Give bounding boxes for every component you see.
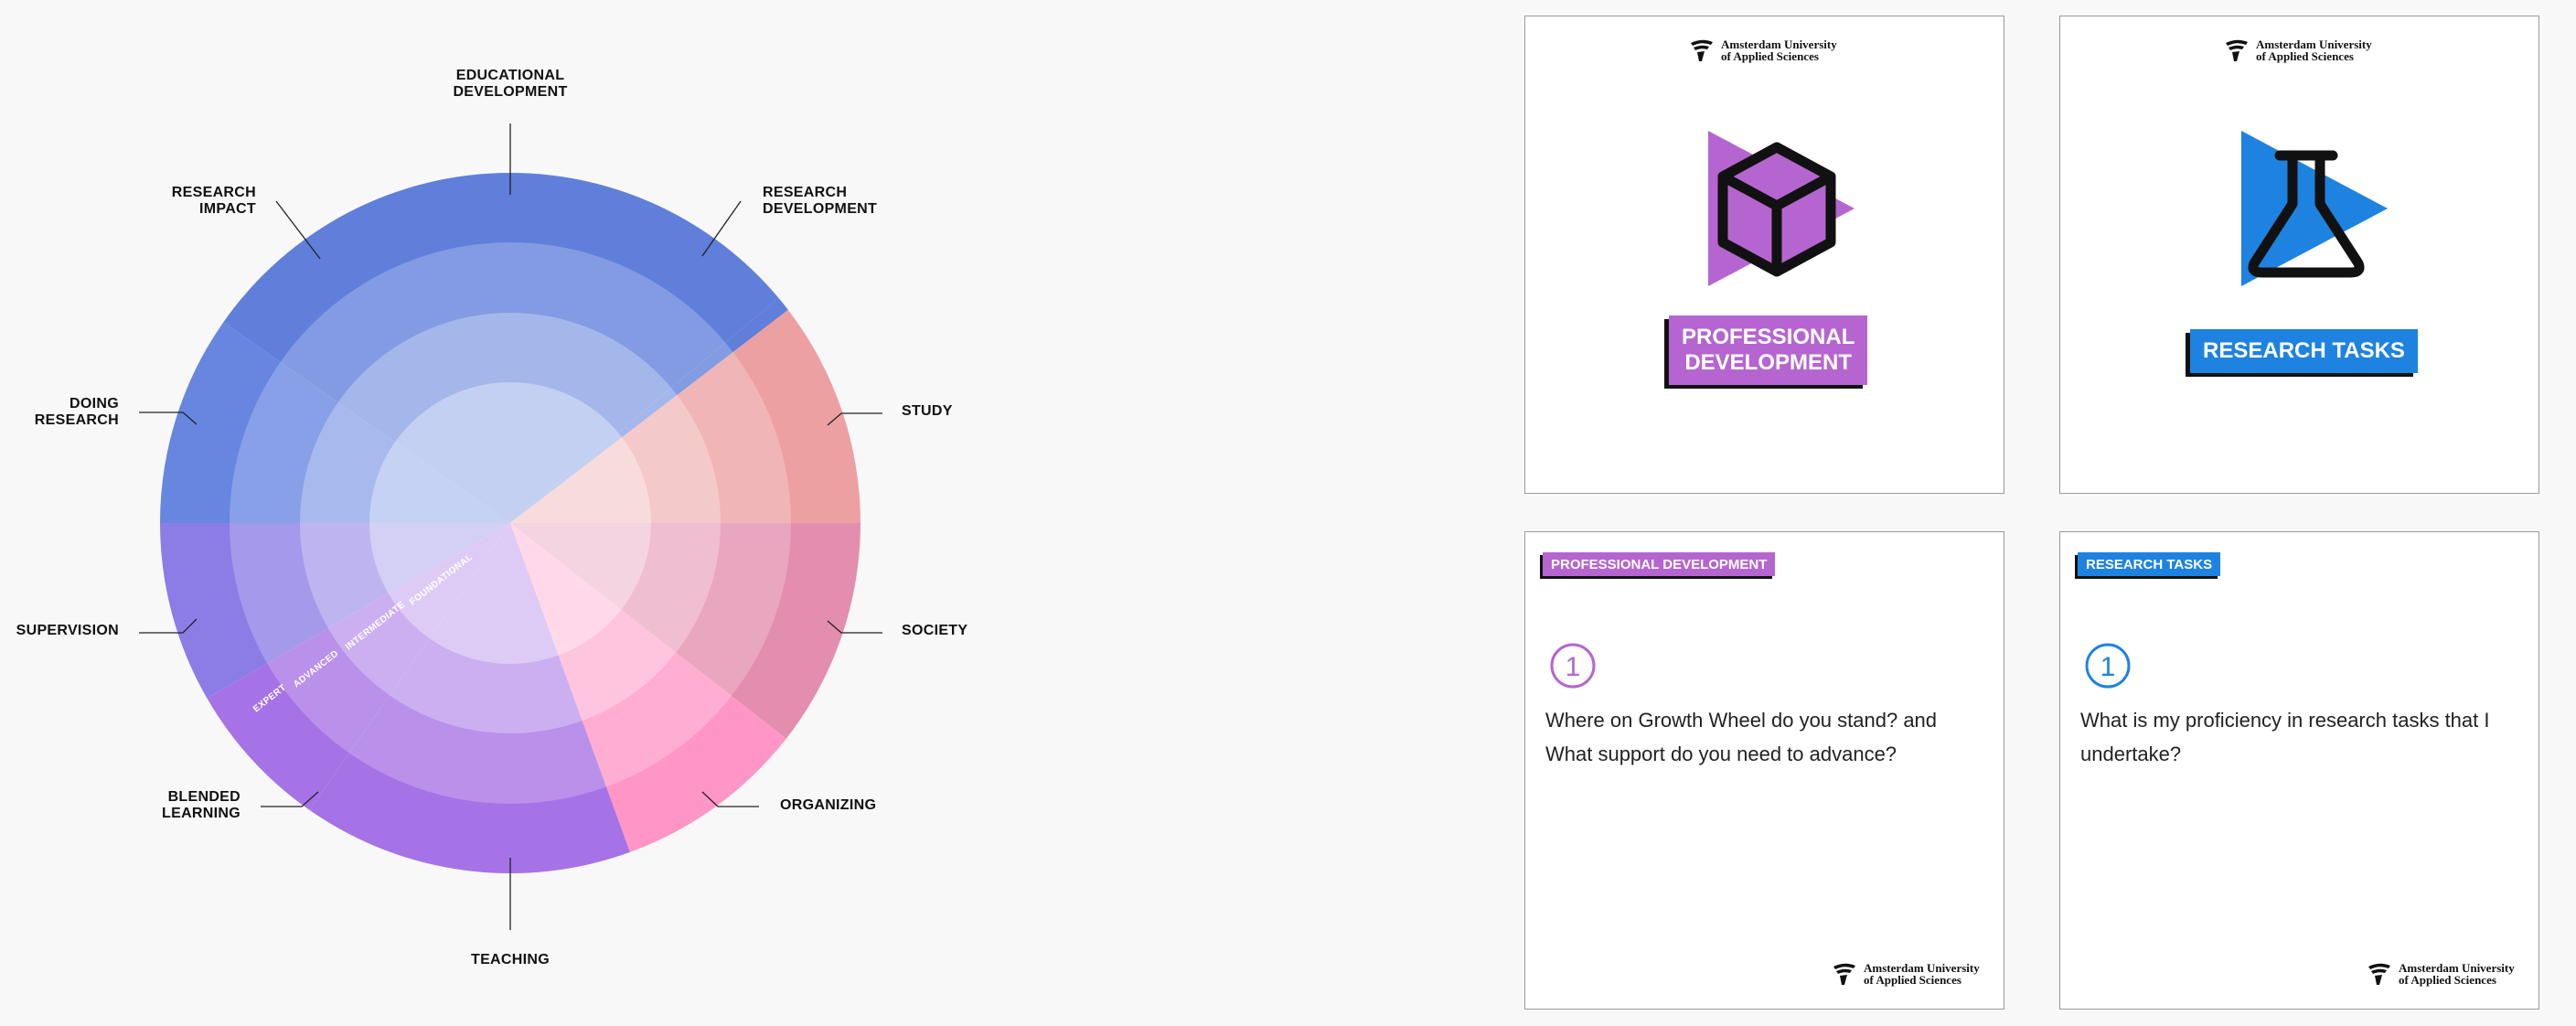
wheel-segment-teaching[interactable] [309,523,630,873]
wheel-segment-supervision[interactable] [160,523,510,699]
card-professional-development[interactable]: Amsterdam University of Applied Sciences… [1524,16,2004,494]
label-research-impact: RESEARCH IMPACT [171,185,256,217]
logo-mark-icon [2368,963,2390,985]
university-logo: Amsterdam University of Applied Sciences [1689,37,1837,63]
card-pd-question[interactable]: PROFESSIONAL DEVELOPMENT 1 Where on Grow… [1524,531,2004,1010]
label-teaching: TEACHING [471,952,550,967]
logo-text: Amsterdam University of Applied Sciences [2399,961,2515,987]
university-logo: Amsterdam University of Applied Sciences [1832,961,1980,987]
card-rt-question[interactable]: RESEARCH TASKS 1 What is my proficiency … [2059,531,2539,1010]
question-number: 1 [1566,652,1581,682]
ring-advanced [230,242,791,804]
wheel-segment-society[interactable] [510,523,860,739]
flask-icon [2241,131,2388,286]
professional-development-title: PROFESSIONAL DEVELOPMENT [1669,315,1868,385]
rt-question-text: What is my proficiency in research tasks… [2080,709,2490,765]
label-educational-development: EDUCATIONAL DEVELOPMENT [453,68,568,100]
leader-line [827,620,882,634]
label-doing-research: DOING RESEARCH [34,396,119,428]
pd-tag-badge: PROFESSIONAL DEVELOPMENT [1543,552,1776,576]
ring-intermediate [300,313,721,733]
logo-text: Amsterdam University of Applied Sciences [1864,961,1980,987]
leader-line [275,200,321,260]
logo-mark-icon [1691,39,1713,61]
logo-text: Amsterdam University of Applied Sciences [1721,37,1837,63]
logo-mark-icon [2226,39,2248,61]
label-research-development: RESEARCH DEVELOPMENT [763,185,878,217]
label-society: SOCIETY [902,623,968,638]
pd-question-text: Where on Growth Wheel do you stand? and … [1545,709,1938,765]
question-number: 1 [2100,652,2116,682]
wheel-segment-research-impact[interactable] [223,173,510,523]
rt-tag-badge: RESEARCH TASKS [2078,552,2221,576]
wheel-segment-doing-research[interactable] [160,322,510,523]
logo-text: Amsterdam University of Applied Sciences [2256,37,2372,63]
logo-mark-icon [1833,963,1855,985]
leader-line [139,618,198,634]
question-number-icon: 1 [1550,643,1596,689]
label-study: STUDY [902,403,953,419]
growth-wheel: EXPERT ADVANCED INTERMEDIATE FOUNDATIONA… [139,123,882,930]
card-research-tasks[interactable]: Amsterdam University of Applied Sciences… [2059,16,2539,494]
cube-icon [1708,131,1855,286]
university-logo: Amsterdam University of Applied Sciences [2367,961,2515,987]
wheel-segment-educational-development[interactable] [510,173,779,523]
ring-foundational [369,382,651,664]
leader-line [701,200,742,257]
wheel-segment-study[interactable] [510,309,860,523]
leader-line [261,791,319,807]
university-logo: Amsterdam University of Applied Sciences [2224,37,2372,63]
research-tasks-title: RESEARCH TASKS [2190,329,2418,373]
label-supervision: SUPERVISION [16,623,119,638]
leader-line [139,411,198,425]
leader-line [701,791,759,807]
wheel-segment-blended-learning[interactable] [207,523,511,810]
wheel-segment-research-development[interactable] [510,297,788,523]
label-blended-learning: BLENDED LEARNING [162,789,240,821]
wheel-segment-organizing[interactable] [510,523,786,852]
question-number-icon: 1 [2085,643,2131,689]
label-organizing: ORGANIZING [780,797,877,813]
leader-line [827,412,882,426]
